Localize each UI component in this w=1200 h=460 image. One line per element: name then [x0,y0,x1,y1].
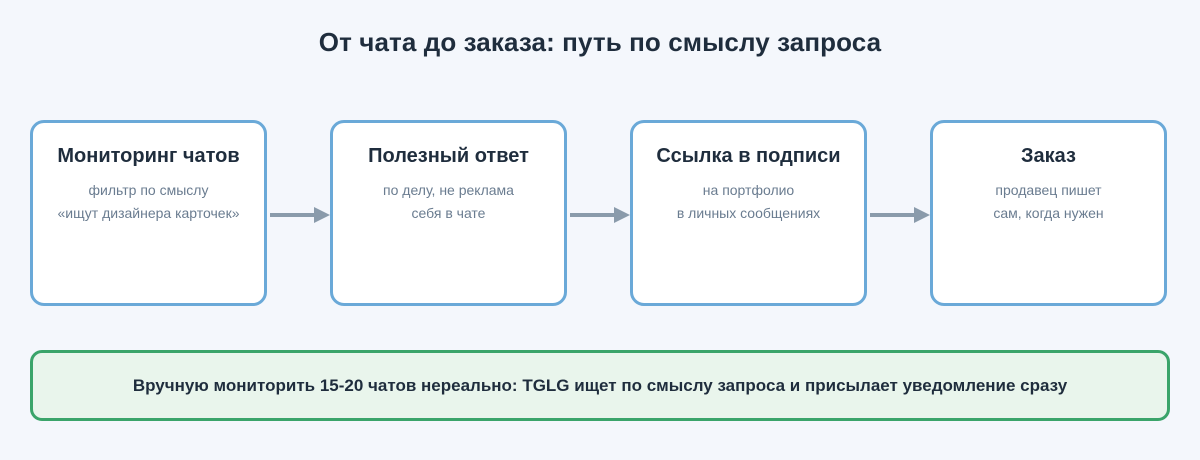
step-description-line: по делу, не реклама [383,182,514,198]
arrow-right-icon [270,207,330,223]
step-title: Мониторинг чатов [57,145,240,167]
step-description-line: фильтр по смыслу [88,182,209,198]
arrow-right-icon [570,207,630,223]
step-description-line: сам, когда нужен [993,205,1104,221]
summary-text: Вручную мониторить 15-20 чатов нереально… [132,375,1068,395]
step-title: Полезный ответ [368,145,529,167]
step-title: Ссылка в подписи [656,145,841,167]
step-description-line: в личных сообщениях [676,205,821,221]
step-signature-link: Ссылка в подписи на портфолио в личных с… [630,120,867,306]
step-description-line: себя в чате [411,205,486,221]
step-order: Заказ продавец пишет сам, когда нужен [930,120,1167,306]
step-description-line: «ищут дизайнера карточек» [57,205,240,221]
arrow-right-icon [870,207,930,223]
step-chat-monitoring: Мониторинг чатов фильтр по смыслу «ищут … [30,120,267,306]
step-description-line: продавец пишет [995,182,1102,198]
diagram-title: От чата до заказа: путь по смыслу запрос… [318,27,882,57]
step-description-line: на портфолио [702,182,795,198]
summary-callout: Вручную мониторить 15-20 чатов нереально… [30,350,1170,421]
step-title: Заказ [1021,145,1076,167]
step-useful-answer: Полезный ответ по делу, не реклама себя … [330,120,567,306]
